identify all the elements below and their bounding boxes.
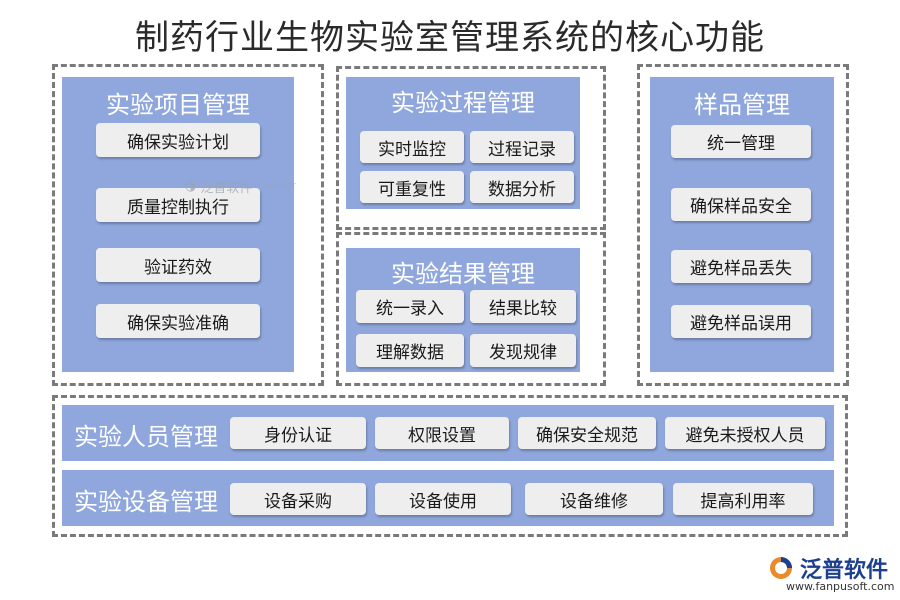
brand-logo: 泛普软件 (768, 552, 888, 584)
personnel-item: 权限设置 (375, 417, 509, 449)
personnel-item: 身份认证 (230, 417, 366, 449)
result-frame (336, 232, 606, 386)
project-item: 确保实验准确 (96, 304, 260, 338)
bottom-frame (52, 395, 848, 537)
process-title: 实验过程管理 (391, 89, 535, 117)
sample-panel: 样品管理 统一管理 确保样品安全 避免样品丢失 避免样品误用 (650, 77, 834, 372)
equipment-title: 实验设备管理 (74, 488, 218, 516)
personnel-item: 避免未授权人员 (665, 417, 825, 449)
sample-frame (637, 64, 849, 386)
sample-item: 统一管理 (671, 125, 811, 158)
project-title: 实验项目管理 (106, 91, 250, 119)
personnel-title: 实验人员管理 (74, 423, 218, 451)
sample-title: 样品管理 (694, 91, 790, 119)
result-title: 实验结果管理 (391, 260, 535, 288)
result-panel: 实验结果管理 统一录入 结果比较 理解数据 发现规律 (346, 248, 580, 372)
sample-item: 避免样品丢失 (671, 250, 811, 283)
sample-item: 确保样品安全 (671, 188, 811, 221)
sample-item: 避免样品误用 (671, 305, 811, 338)
project-panel: 实验项目管理 确保实验计划 质量控制执行 验证药效 确保实验准确 (62, 77, 294, 372)
equipment-panel: 实验设备管理 设备采购 设备使用 设备维修 提高利用率 (62, 470, 834, 526)
process-panel: 实验过程管理 实时监控 过程记录 可重复性 数据分析 (346, 77, 580, 209)
watermark-name: 泛普软件 (200, 181, 253, 196)
result-item: 统一录入 (356, 290, 464, 323)
process-item: 过程记录 (470, 131, 574, 163)
personnel-panel: 实验人员管理 身份认证 权限设置 确保安全规范 避免未授权人员 (62, 405, 834, 461)
project-frame (52, 64, 324, 386)
process-frame (336, 66, 606, 230)
equipment-item: 设备采购 (230, 483, 366, 515)
project-item: 验证药效 (96, 248, 260, 282)
brand-logo-url: www.fanpusoft.com (786, 580, 895, 593)
process-item: 数据分析 (470, 171, 574, 203)
result-item: 理解数据 (356, 334, 464, 367)
result-item: 结果比较 (470, 290, 576, 323)
personnel-item: 确保安全规范 (518, 417, 656, 449)
equipment-item: 设备维修 (525, 483, 663, 515)
project-item: 质量控制执行 (96, 188, 260, 222)
watermark-sub: FANPUSOFT (256, 183, 296, 190)
process-item: 实时监控 (360, 131, 464, 163)
process-item: 可重复性 (360, 171, 464, 203)
watermark: ◑ 泛普软件 FANPUSOFT (185, 177, 296, 196)
result-item: 发现规律 (470, 334, 576, 367)
project-item: 确保实验计划 (96, 123, 260, 157)
brand-logo-icon (770, 557, 792, 579)
watermark-logo-icon: ◑ (185, 179, 197, 194)
page-title: 制药行业生物实验室管理系统的核心功能 (135, 18, 765, 58)
equipment-item: 提高利用率 (673, 483, 813, 515)
equipment-item: 设备使用 (375, 483, 511, 515)
brand-logo-name: 泛普软件 (800, 558, 889, 583)
